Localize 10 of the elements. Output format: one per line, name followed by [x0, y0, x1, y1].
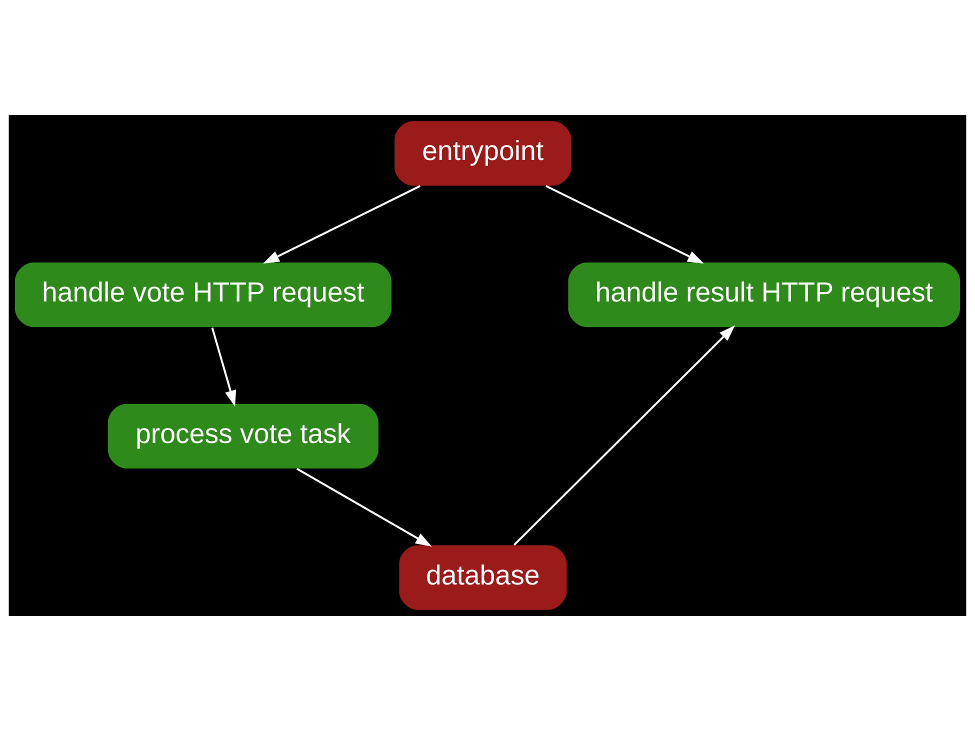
node-box: handle result HTTP request [568, 262, 960, 328]
arrow [296, 468, 432, 547]
arrow [546, 185, 704, 264]
arrow [263, 185, 421, 264]
node-box: process vote task [108, 404, 378, 468]
node-box: handle vote HTTP request [14, 262, 392, 328]
arrow [514, 325, 736, 546]
node-box: entrypoint [394, 121, 572, 186]
arrow [211, 327, 236, 407]
node-box: database [399, 545, 567, 610]
